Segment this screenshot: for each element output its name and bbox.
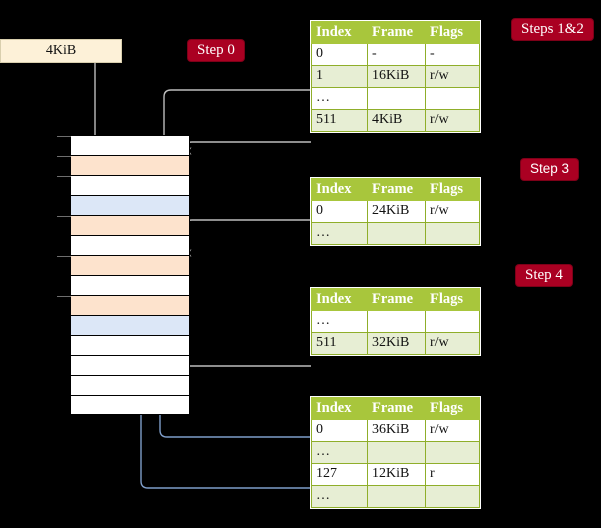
cell-frame (367, 87, 426, 110)
memory-frame-row (57, 255, 190, 275)
cell-flags (425, 485, 480, 508)
cell-frame: 32KiB (367, 332, 426, 355)
cell-flags: r (425, 463, 480, 486)
cell-index: … (311, 310, 368, 333)
cell-flags: - (425, 43, 480, 66)
memory-frame-row (70, 355, 190, 375)
cell-index: 127 (311, 463, 368, 486)
table-row: … (311, 441, 480, 464)
wire-pdp-row0-to-mem (184, 219, 311, 257)
memory-frame-row (57, 215, 190, 235)
cell-frame (367, 222, 426, 245)
cell-index: 511 (311, 109, 368, 132)
column-header-index: Index (311, 21, 368, 44)
cell-flags: r/w (425, 65, 480, 88)
memory-frame-row (70, 275, 190, 295)
cell-frame: 16KiB (367, 65, 426, 88)
column-header-index: Index (311, 397, 368, 420)
wire-pml4-row511-to-mem (184, 141, 311, 155)
column-header-flags: Flags (425, 178, 480, 201)
column-header-frame: Frame (367, 397, 426, 420)
table-row: … (311, 485, 480, 508)
cell-index: 511 (311, 332, 368, 355)
cell-index: … (311, 222, 368, 245)
memory-frame-row (70, 375, 190, 395)
memory-frame-row (70, 235, 190, 255)
table-row: … (311, 87, 480, 110)
cell-frame: - (367, 43, 426, 66)
physical-memory-column (57, 135, 190, 415)
cell-frame: 36KiB (367, 419, 426, 442)
cell-flags (425, 441, 480, 464)
memory-row-tick (57, 176, 71, 177)
cell-flags (425, 87, 480, 110)
table-row: … (311, 222, 480, 245)
cell-index: 0 (311, 419, 368, 442)
cell-index: 1 (311, 65, 368, 88)
cell-frame (367, 485, 426, 508)
memory-frame-row (57, 175, 190, 195)
cell-flags: r/w (425, 332, 480, 355)
cell-index: … (311, 485, 368, 508)
memory-frame-row (70, 395, 190, 415)
table-row: … (311, 310, 480, 333)
cell-index: 0 (311, 43, 368, 66)
memory-row-tick (57, 216, 71, 217)
wire-pd-row511-to-mem (176, 311, 311, 367)
memory-frame-row (57, 295, 190, 315)
cell-frame: 4KiB (367, 109, 426, 132)
cell-flags: r/w (425, 200, 480, 223)
cell-flags: r/w (425, 109, 480, 132)
memory-frame-row (70, 335, 190, 355)
cell-frame (367, 441, 426, 464)
cell-frame (367, 310, 426, 333)
cell-index: 0 (311, 200, 368, 223)
cell-flags (425, 222, 480, 245)
column-header-index: Index (311, 178, 368, 201)
column-header-flags: Flags (425, 397, 480, 420)
virtual-page-block: 4KiB (0, 39, 122, 63)
badge-step-3: Step 3 (521, 159, 579, 180)
column-header-index: Index (311, 288, 368, 311)
cell-index: … (311, 441, 368, 464)
column-header-frame: Frame (367, 288, 426, 311)
memory-frame-row (70, 195, 190, 215)
cell-flags: r/w (425, 419, 480, 442)
cell-flags (425, 310, 480, 333)
badge-step-0: Step 0 (188, 40, 244, 61)
table-row: 0-- (311, 43, 480, 66)
memory-row-tick (57, 136, 71, 137)
cell-frame: 12KiB (367, 463, 426, 486)
badge-steps-1-2: Steps 1&2 (512, 19, 593, 40)
cell-index: … (311, 87, 368, 110)
memory-frame-row (70, 315, 190, 335)
cell-frame: 24KiB (367, 200, 426, 223)
virtual-page-label: 4KiB (45, 43, 77, 58)
memory-row-tick (57, 156, 71, 157)
badge-step-4: Step 4 (516, 265, 572, 286)
memory-frame-row (57, 135, 190, 155)
column-header-frame: Frame (367, 178, 426, 201)
column-header-frame: Frame (367, 21, 426, 44)
memory-frame-row (57, 155, 190, 175)
column-header-flags: Flags (425, 288, 480, 311)
column-header-flags: Flags (425, 21, 480, 44)
memory-row-tick (57, 256, 71, 257)
memory-row-tick (57, 296, 71, 297)
